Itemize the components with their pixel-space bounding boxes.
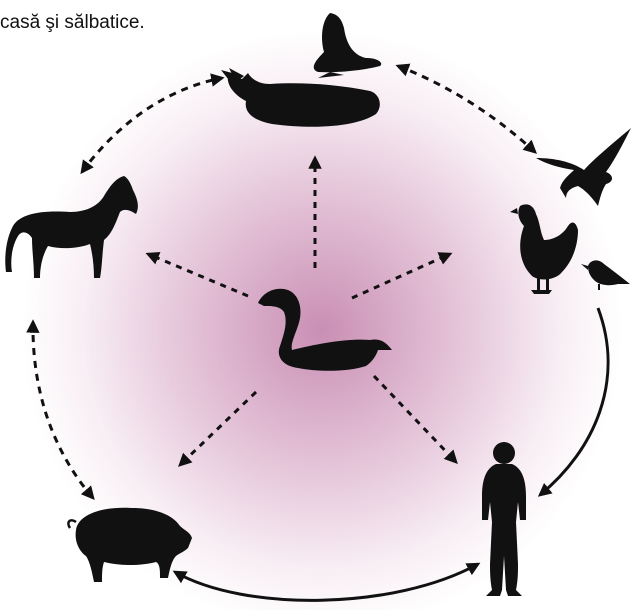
caption-line-2: casă şi sălbatice.	[0, 12, 145, 34]
